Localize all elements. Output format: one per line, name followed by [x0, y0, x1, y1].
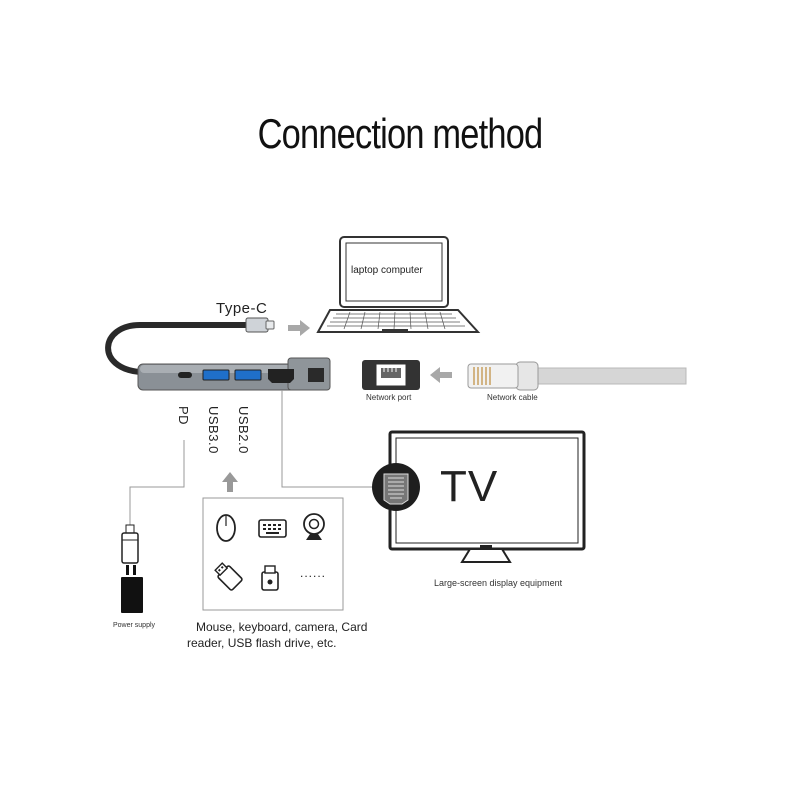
- pd-port-label: PD: [176, 406, 191, 426]
- network-cable-icon: [467, 361, 687, 391]
- tv-label: TV: [440, 462, 499, 511]
- page-title: Connection method: [257, 110, 544, 157]
- mouse-icon: [216, 514, 236, 542]
- keyboard-icon: [258, 519, 287, 538]
- power-supply-icon: [121, 524, 143, 613]
- peripherals-caption-line2: reader, USB flash drive, etc.: [187, 636, 337, 650]
- card-reader-icon: [261, 565, 279, 591]
- tv-icon: [388, 430, 586, 563]
- usb30-port-label: USB3.0: [206, 406, 221, 454]
- type-c-cable: [105, 317, 275, 375]
- more-devices-dots: ......: [300, 566, 327, 580]
- tv-caption: Large-screen display equipment: [434, 578, 563, 588]
- arrow-to-network-port-icon: [430, 367, 452, 383]
- laptop-icon: [316, 236, 481, 333]
- type-c-label: Type-C: [216, 300, 268, 317]
- usb20-port-label: USB2.0: [236, 406, 251, 454]
- network-port-label: Network port: [366, 393, 412, 402]
- laptop-label: laptop computer: [351, 265, 423, 276]
- usb-flash-drive-icon: [214, 562, 243, 591]
- network-port-icon: [362, 360, 420, 390]
- camera-icon: [303, 513, 325, 540]
- arrow-to-laptop-icon: [288, 320, 310, 336]
- arrow-up-icon: [222, 472, 238, 492]
- power-supply-label: Power supply: [113, 622, 156, 629]
- hdmi-port-icon: [372, 463, 420, 511]
- usb-c-hub: [137, 357, 331, 391]
- peripherals-caption-line1: Mouse, keyboard, camera, Card: [196, 620, 368, 634]
- network-cable-label: Network cable: [487, 393, 538, 402]
- connection-lines: [129, 390, 388, 611]
